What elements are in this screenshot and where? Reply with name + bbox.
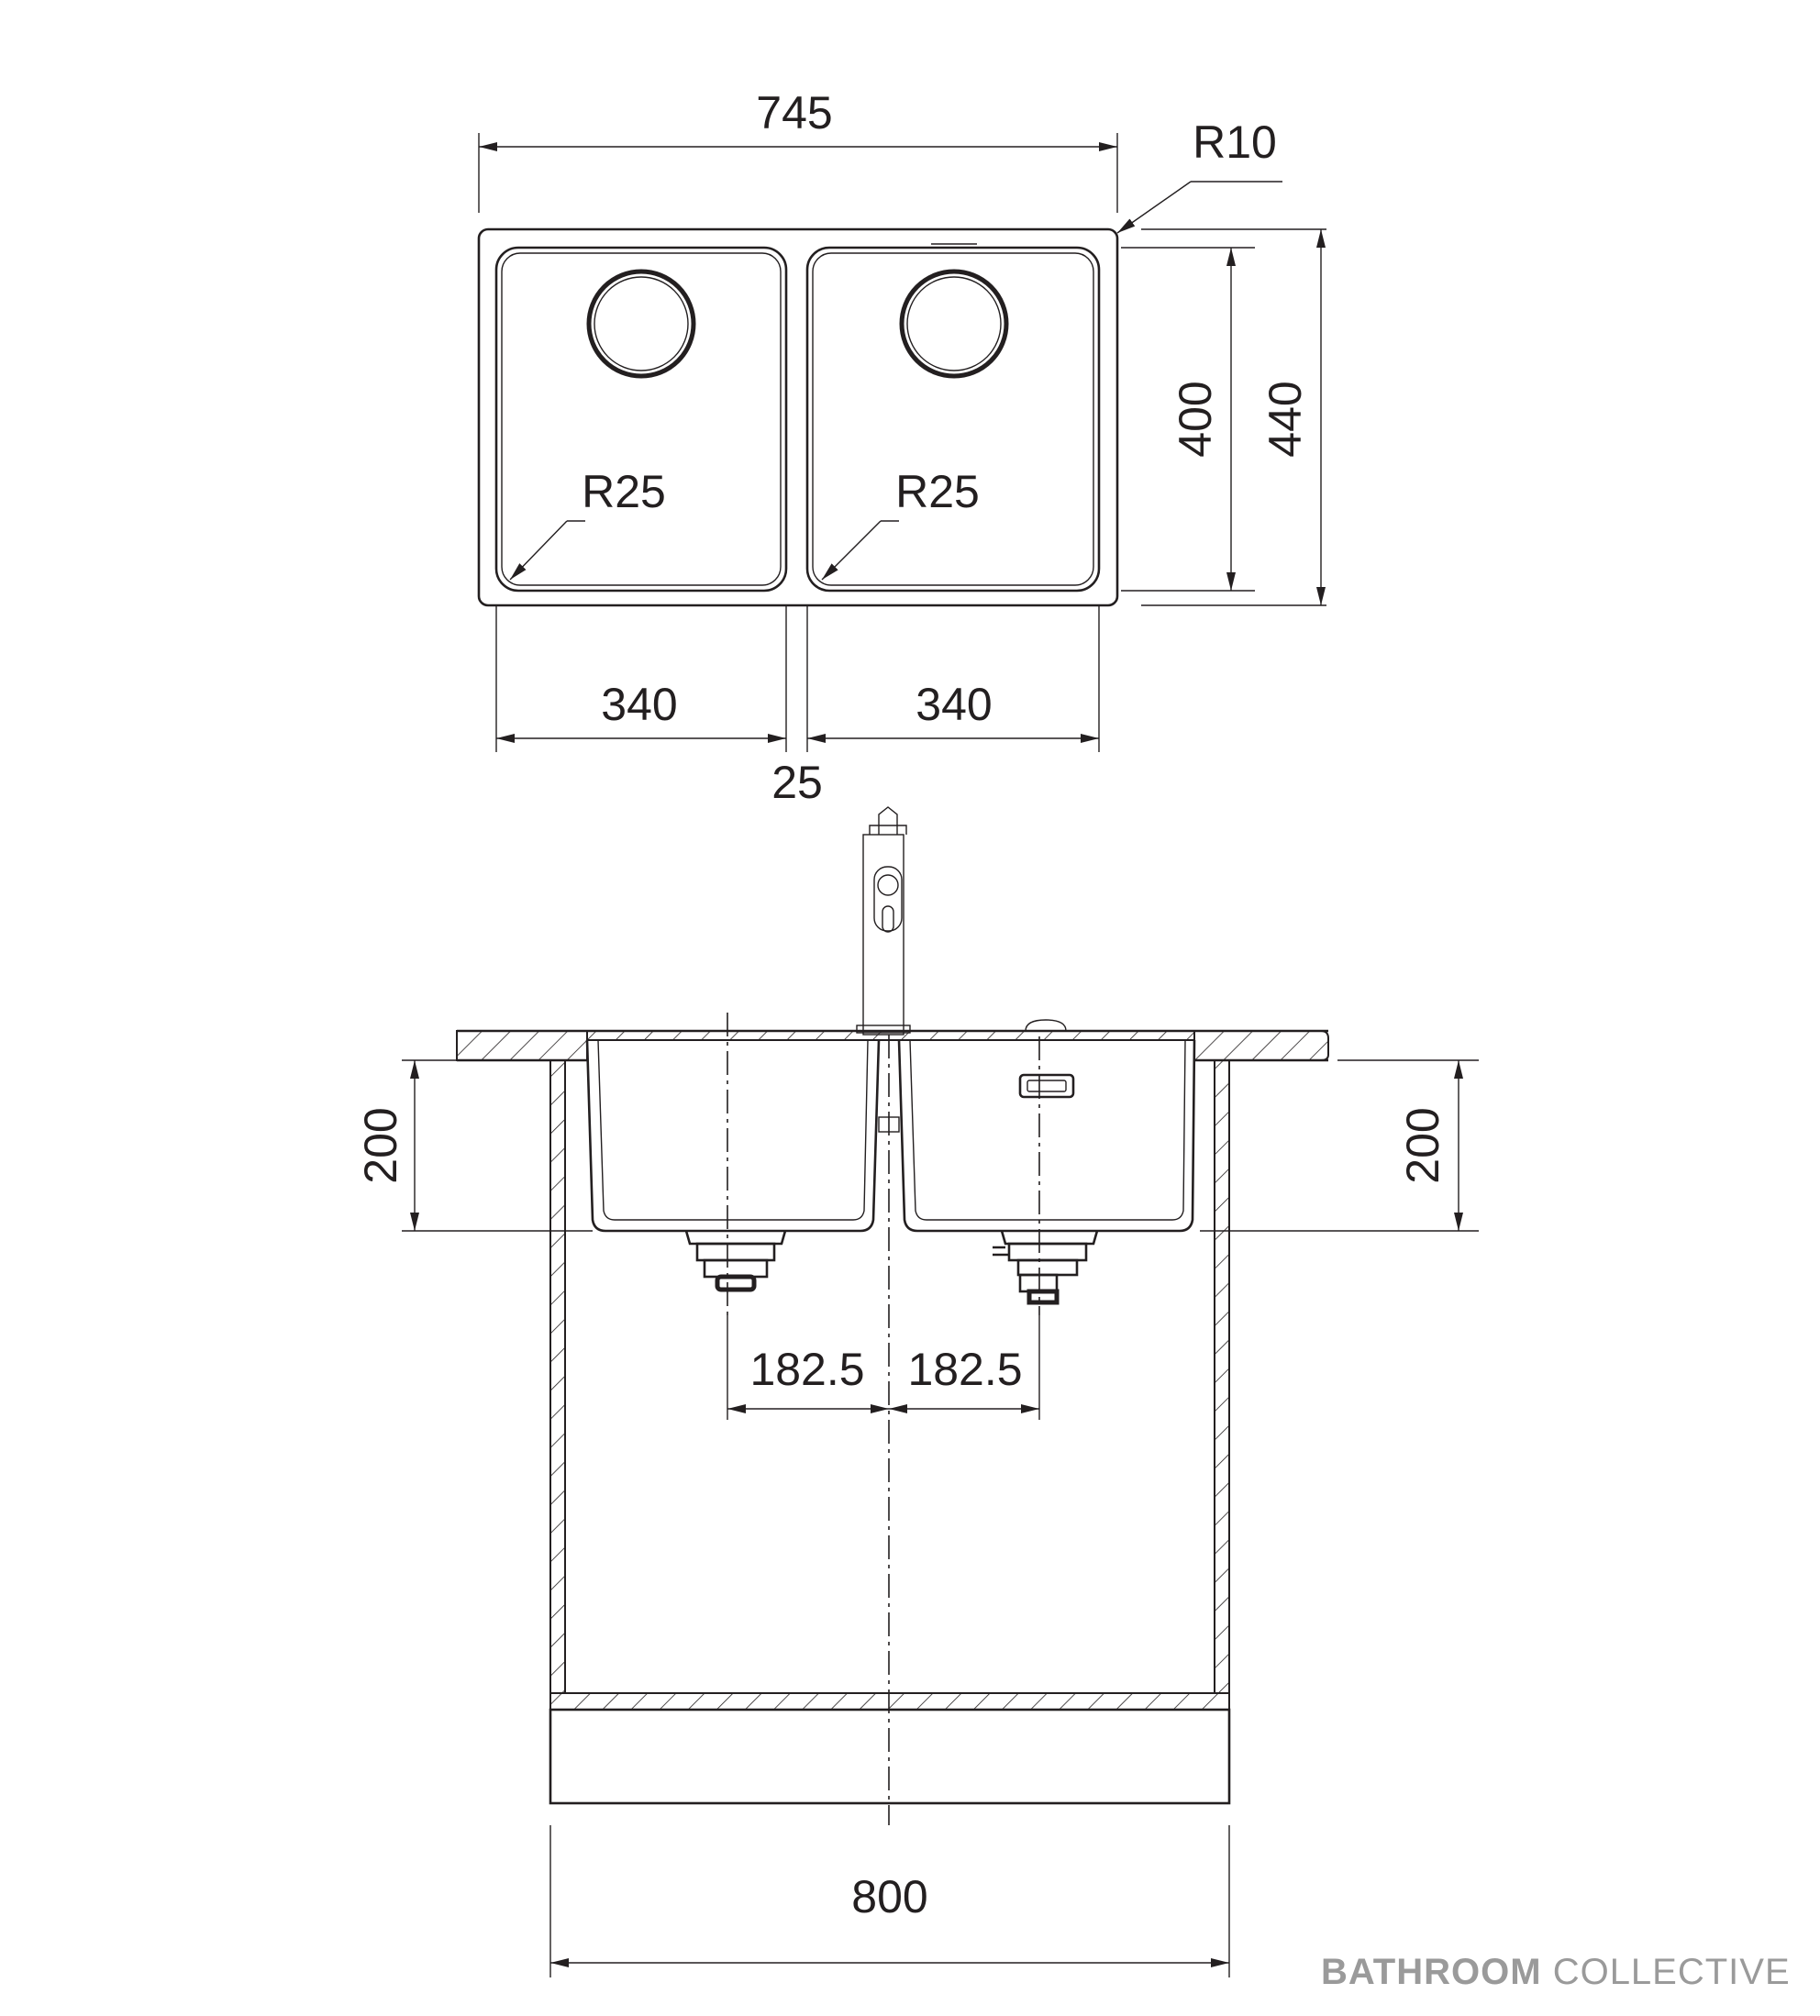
left-waste-icon	[684, 1230, 787, 1292]
left-bowl-outline	[494, 246, 788, 593]
brand-watermark: BATHROOM COLLECTIVE	[1321, 1952, 1798, 2007]
countertop	[456, 1030, 588, 1061]
dim-right-waste-offset: 182.5	[907, 1344, 1022, 1395]
dim-cabinet-width: 800	[851, 1871, 927, 1922]
dim-left-bowl-width: 340	[601, 679, 677, 730]
dim-right-bowl-width: 340	[916, 679, 992, 730]
watermark-light: COLLECTIVE	[1552, 1952, 1791, 1992]
tap-icon	[862, 806, 907, 1036]
right-bowl-section	[897, 1039, 1196, 1233]
right-waste-icon	[993, 1230, 1099, 1305]
dim-divider-width: 25	[771, 757, 823, 808]
dim-overall-width: 745	[756, 87, 832, 138]
overflow-slot-icon	[1018, 1073, 1075, 1099]
sink-outer-outline	[477, 227, 1119, 607]
dim-left-waste-offset: 182.5	[749, 1344, 864, 1395]
cabinet-plinth	[549, 1708, 1231, 1805]
dim-inner-depth: 400	[1170, 381, 1221, 457]
left-bowl-section	[585, 1039, 881, 1233]
left-drain-icon	[586, 269, 696, 379]
dim-left-bowl-depth: 200	[355, 1107, 406, 1183]
right-drain-icon	[899, 269, 1009, 379]
dim-corner-radius: R10	[1193, 116, 1277, 168]
top-view: 745 R10 400 440 R25 R25 340 340 25	[477, 87, 1326, 808]
cabinet-left-wall	[549, 1059, 566, 1694]
dim-left-bowl-radius: R25	[582, 466, 666, 517]
right-bowl-outline	[805, 246, 1101, 593]
watermark-bold: BATHROOM	[1321, 1952, 1542, 1992]
cabinet-shelf	[549, 1692, 1230, 1711]
dim-right-bowl-depth: 200	[1397, 1107, 1448, 1183]
cabinet-right-wall	[1214, 1059, 1230, 1694]
front-view: 200 200 182.5 182.5 800	[355, 806, 1479, 1977]
dim-outer-depth: 440	[1260, 381, 1311, 457]
dim-right-bowl-radius: R25	[895, 466, 980, 517]
